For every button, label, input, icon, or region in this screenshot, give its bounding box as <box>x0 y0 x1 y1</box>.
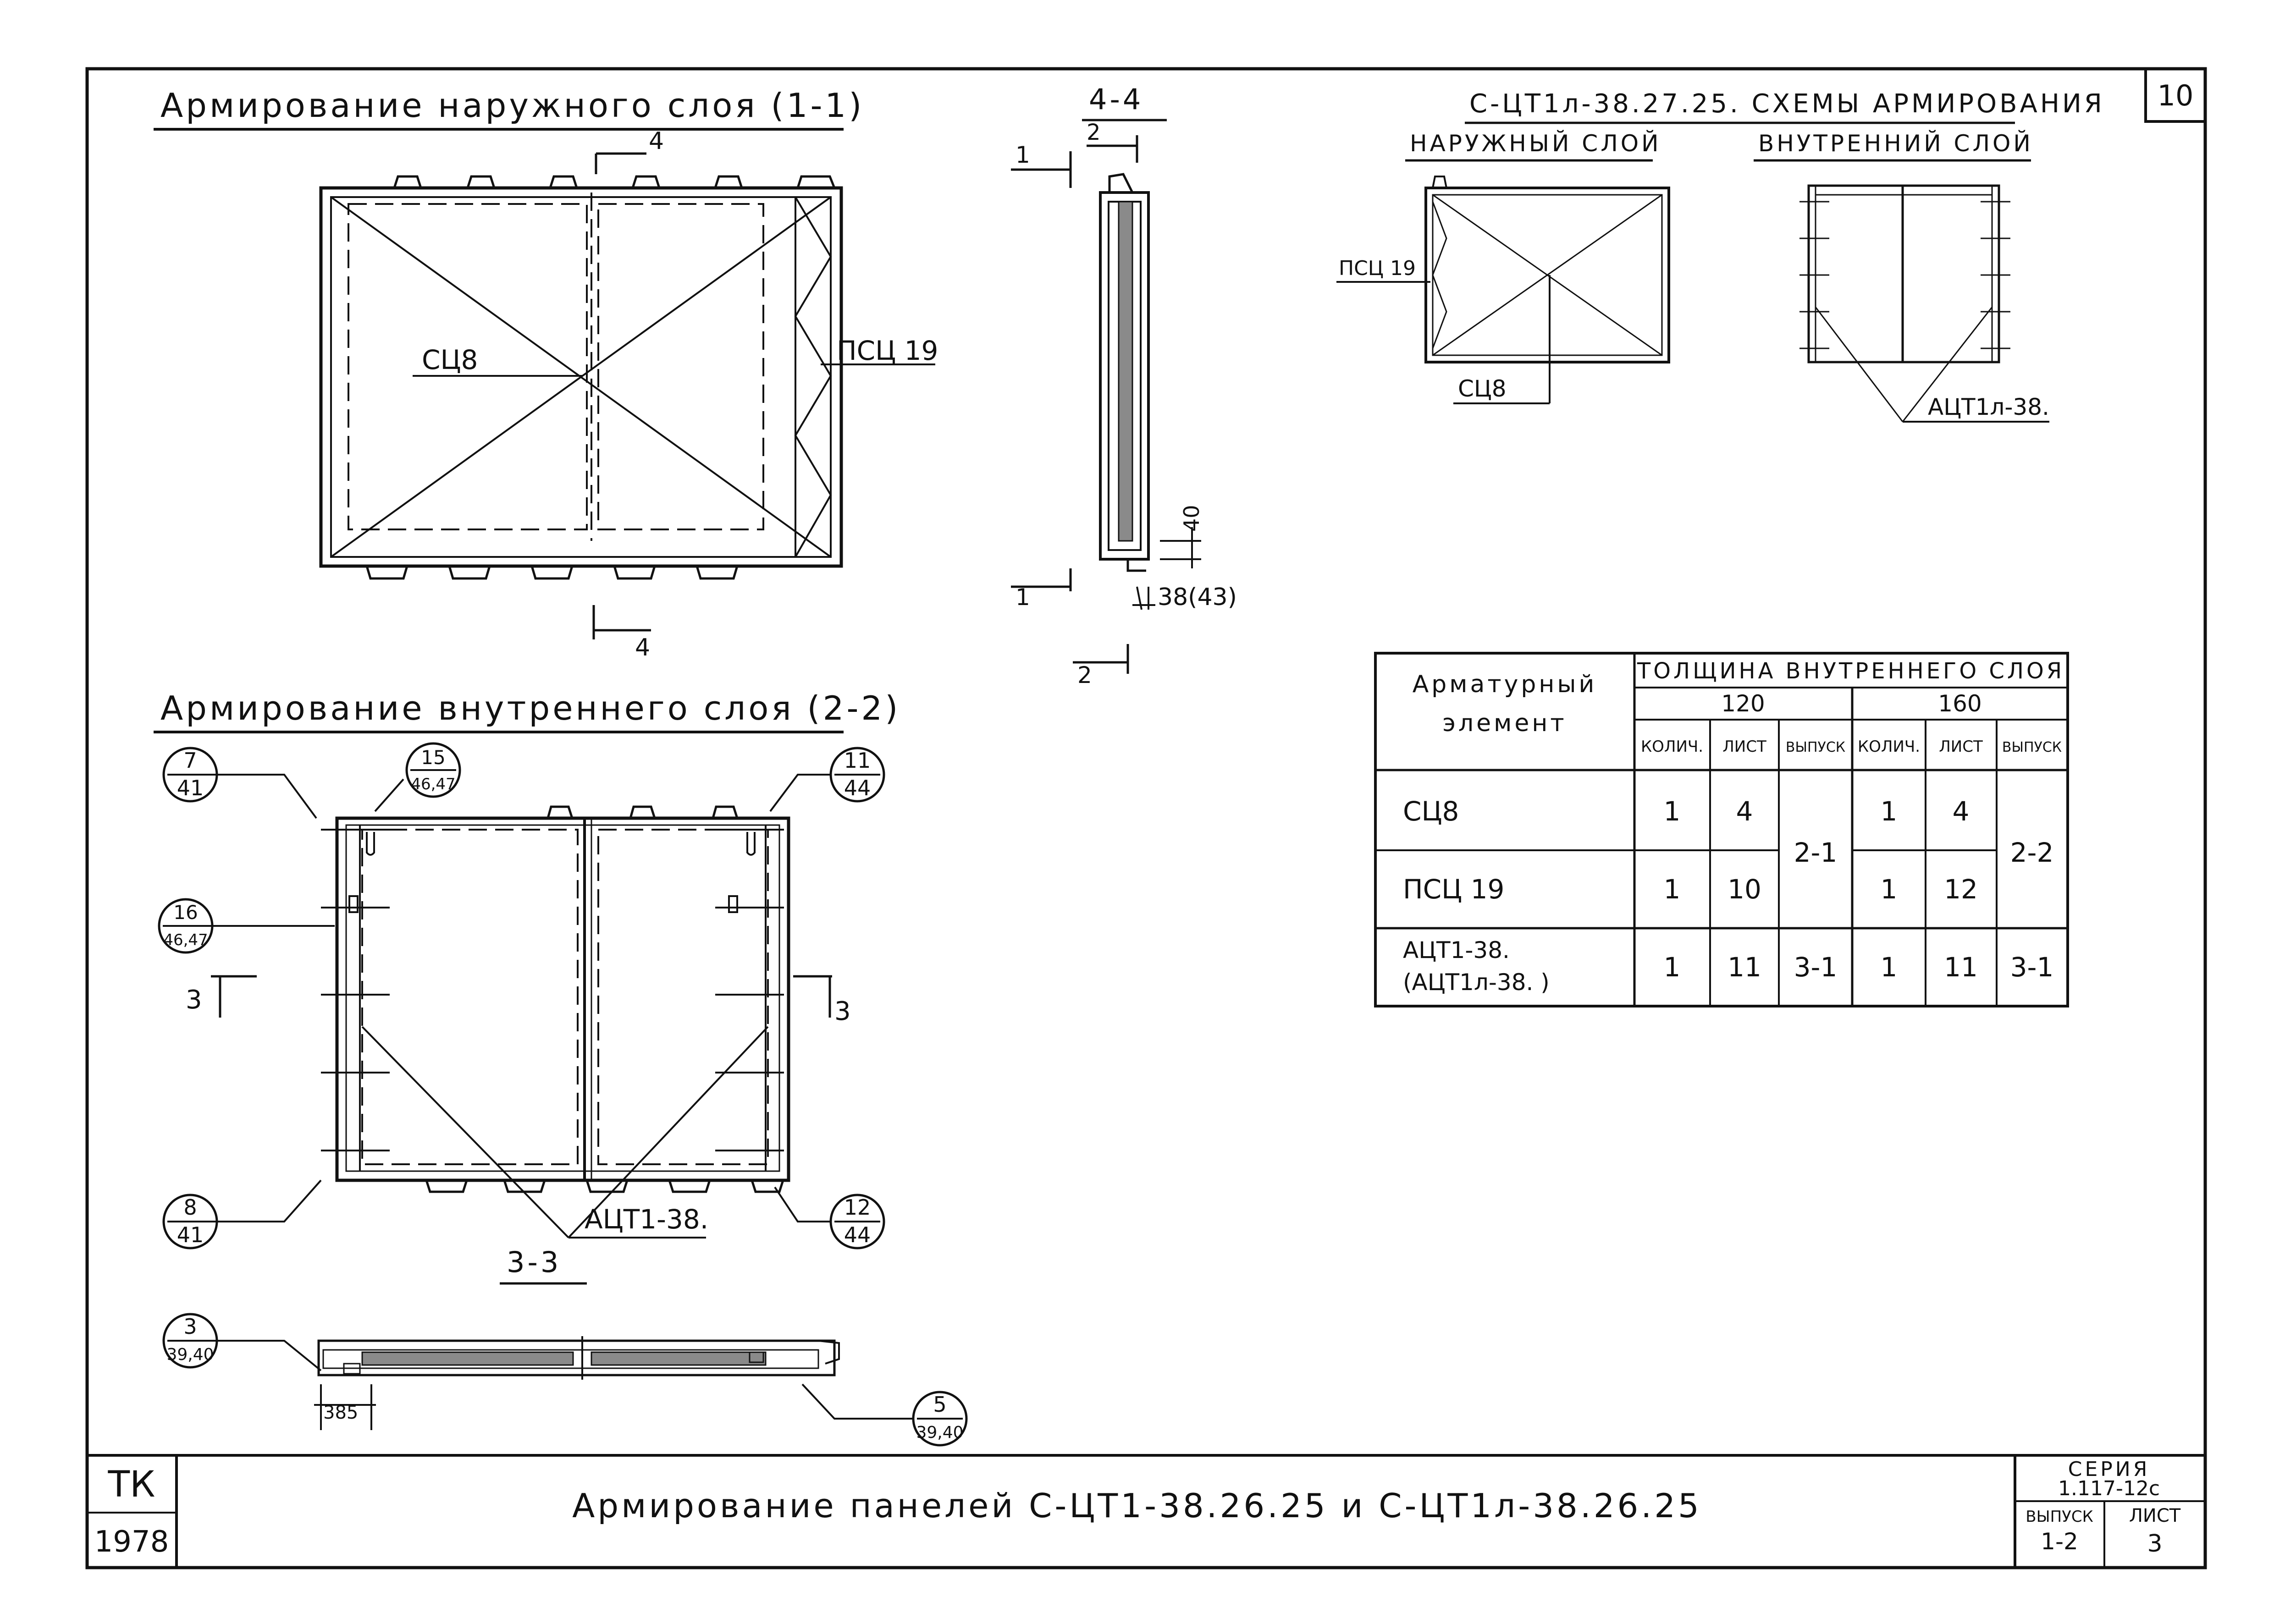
section-44-title: 4-4 <box>1089 83 1143 116</box>
label-atst: АЦТ1-38. <box>585 1204 708 1235</box>
issue-value: 1-2 <box>2041 1528 2078 1555</box>
series-label: СЕРИЯ <box>2068 1458 2150 1481</box>
cut-4-bottom: 4 <box>635 634 650 661</box>
table-cell: 4 <box>1953 796 1970 827</box>
sheet-value: 3 <box>2147 1530 2162 1558</box>
table-sub-header: ЛИСТ <box>1939 738 1983 756</box>
scheme-psts19: ПСЦ 19 <box>1339 257 1416 280</box>
label-cts8: СЦ8 <box>422 344 478 375</box>
year-label: 1978 <box>94 1525 169 1559</box>
drawing-title: Армирование панелей С-ЦТ1-38.26.25 и С-Ц… <box>572 1486 1702 1525</box>
callout-bottom: 39,40 <box>916 1423 963 1442</box>
sheet-label: ЛИСТ <box>2129 1505 2181 1526</box>
callout-top: 12 <box>844 1195 871 1220</box>
callout-bottom: 41 <box>177 1222 204 1247</box>
issue-label: ВЫПУСК <box>2026 1508 2093 1526</box>
section-4-4: 4-4 2 1 40 38(43) 1 2 <box>1011 83 1237 688</box>
table-sub-header: ВЫПУСК <box>1786 739 1845 755</box>
scheme-outer-title: НАРУЖНЫЙ СЛОЙ <box>1410 130 1661 157</box>
series-value: 1.117-12с <box>2058 1477 2160 1500</box>
table-header-160: 160 <box>1938 690 1981 717</box>
callout-top: 5 <box>933 1392 946 1417</box>
table-cell: 4 <box>1736 796 1753 827</box>
callout-bottom: 46,47 <box>163 931 208 949</box>
title-block: ТК 1978 Армирование панелей С-ЦТ1-38.26.… <box>87 1454 2205 1568</box>
sheet-number: 10 <box>2158 79 2194 112</box>
table-sub-header: ЛИСТ <box>1722 738 1766 756</box>
dim-40: 40 <box>1179 505 1204 532</box>
table-cell: 1 <box>1664 796 1681 827</box>
table-cell: 1 <box>1664 874 1681 905</box>
inner-layer-title: Армирование внутреннего слоя (2-2) <box>160 689 900 727</box>
table-header-120: 120 <box>1721 690 1765 717</box>
callout-bottom: 39,40 <box>166 1345 214 1364</box>
callout-bottom: 44 <box>844 776 871 800</box>
scheme-inner-title: ВНУТРЕННИЙ СЛОЙ <box>1758 130 2033 157</box>
table-cell: 10 <box>1728 874 1761 905</box>
table-row-element-alt: (АЦТ1л-38. ) <box>1403 969 1550 996</box>
table-header-element-2: элемент <box>1442 710 1567 737</box>
org-label: ТК <box>107 1464 155 1505</box>
table-sub-header: КОЛИЧ. <box>1858 738 1920 756</box>
schemes-block: С-ЦТ1л-38.27.25. СХЕМЫ АРМИРОВАНИЯ НАРУЖ… <box>1336 89 2105 423</box>
table-cell: 11 <box>1944 952 1978 983</box>
cut-1-top: 1 <box>1016 142 1030 168</box>
sheet-frame: 10 <box>85 67 2207 1569</box>
cut-4-top: 4 <box>649 127 664 155</box>
table-cell: 1 <box>1664 952 1681 983</box>
table-sub-header: ВЫПУСК <box>2002 739 2062 755</box>
table-row-element: СЦ8 <box>1403 796 1459 827</box>
dim-385: 385 <box>323 1402 358 1423</box>
scheme-atst-l: АЦТ1л-38. <box>1928 394 2049 420</box>
cut-2-bottom: 2 <box>1077 662 1092 688</box>
cut-2-top: 2 <box>1087 120 1101 145</box>
callout-top: 7 <box>183 748 197 773</box>
schemes-title: С-ЦТ1л-38.27.25. СХЕМЫ АРМИРОВАНИЯ <box>1469 89 2105 119</box>
cut-1-bottom: 1 <box>1016 584 1030 611</box>
callout-top: 15 <box>421 746 445 769</box>
callout-bottom: 46,47 <box>411 775 455 793</box>
table-cell: 3-1 <box>1794 952 1838 983</box>
callout-top: 11 <box>844 748 871 773</box>
callout-top: 3 <box>183 1314 197 1339</box>
table-cell-merged: 2-2 <box>2010 837 2054 868</box>
dim-38: 38(43) <box>1158 584 1237 611</box>
table-cell: 11 <box>1728 952 1761 983</box>
scheme-cts8: СЦ8 <box>1458 375 1507 402</box>
callout-c16: 16 46,47 <box>158 898 214 954</box>
table-row-element: АЦТ1-38. <box>1403 937 1510 963</box>
callout-bottom: 41 <box>177 776 204 800</box>
label-psts19: ПСЦ 19 <box>837 335 938 366</box>
callout-c7: 7 41 <box>162 747 218 803</box>
section-33-title: 3-3 <box>507 1245 561 1279</box>
callout-c11: 11 44 <box>829 747 885 803</box>
table-header-thickness: ТОЛЩИНА ВНУТРЕННЕГО СЛОЯ <box>1637 658 2064 684</box>
outer-layer-title: Армирование наружного слоя (1-1) <box>160 86 864 125</box>
callout-top: 16 <box>173 901 198 924</box>
reinforcement-table: Арматурный элемент ТОЛЩИНА ВНУТРЕННЕГО С… <box>1374 652 2069 1007</box>
callout-top: 8 <box>183 1195 197 1220</box>
section-3-3: 3-3 385 <box>190 1245 912 1430</box>
table-cell-merged: 2-1 <box>1794 837 1838 868</box>
outer-layer-view: Армирование наружного слоя (1-1) <box>154 86 938 661</box>
table-cell: 12 <box>1944 874 1978 905</box>
callout-bottom: 44 <box>844 1222 871 1247</box>
table-sub-header: КОЛИЧ. <box>1641 738 1703 756</box>
cut-3-right: 3 <box>834 996 851 1026</box>
cut-3-left: 3 <box>186 985 202 1015</box>
table-cell: 1 <box>1881 952 1898 983</box>
table-row-element: ПСЦ 19 <box>1403 874 1504 905</box>
inner-layer-view: Армирование внутреннего слоя (2-2) <box>154 689 900 1239</box>
callout-c5: 5 39,40 <box>912 1391 968 1447</box>
callout-c15: 15 46,47 <box>405 742 461 798</box>
callout-c3: 3 39,40 <box>162 1313 218 1369</box>
callout-c12: 12 44 <box>829 1194 885 1250</box>
callout-c8: 8 41 <box>162 1194 218 1250</box>
table-header-element-1: Арматурный <box>1413 671 1597 698</box>
table-cell: 1 <box>1881 874 1898 905</box>
table-cell: 3-1 <box>2010 952 2054 983</box>
table-cell: 1 <box>1881 796 1898 827</box>
